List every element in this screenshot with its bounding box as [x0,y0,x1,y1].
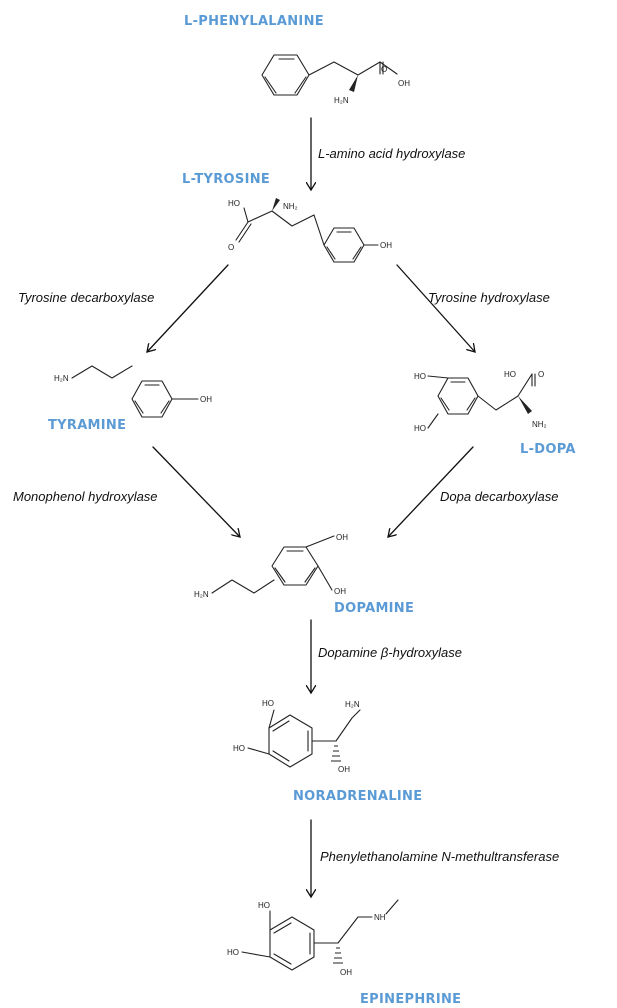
svg-text:HO: HO [227,948,239,957]
compound-name-tyramine: TYRAMINE [48,418,126,433]
svg-text:HO: HO [262,699,274,708]
svg-text:OH: OH [380,241,392,250]
svg-text:O: O [538,370,544,379]
svg-text:OH: OH [398,79,410,88]
svg-text:H₂N: H₂N [54,374,69,383]
enzyme-dopa-decarboxylase: Dopa decarboxylase [440,489,559,504]
svg-text:HO: HO [228,199,240,208]
enzyme-tyr-hydroxylase: Tyrosine hydroxylase [428,290,550,305]
svg-text:NH₂: NH₂ [532,420,547,429]
svg-text:HO: HO [414,424,426,433]
svg-text:OH: OH [338,765,350,774]
svg-text:O: O [228,243,234,252]
compound-name-epinephrine: EPINEPHRINE [360,992,461,1007]
compound-name-dopamine: DOPAMINE [334,601,414,616]
svg-text:HO: HO [233,744,245,753]
enzyme-tyr-decarboxylase: Tyrosine decarboxylase [18,290,154,305]
svg-text:H₂N: H₂N [345,700,360,709]
svg-text:H₂N: H₂N [334,96,349,105]
phenylalanine-structure: O OH H₂N [261,54,410,105]
compound-name-tyrosine: L-TYROSINE [182,172,270,187]
enzyme-monophenol-hydroxylase: Monophenol hydroxylase [13,489,158,504]
arrow-tyr-to-ldopa [396,264,475,352]
svg-text:O: O [381,65,387,74]
svg-text:HO: HO [258,901,270,910]
compound-name-phenylalanine: L-PHENYLALANINE [184,14,324,29]
arrow-tyr-to-tyramine [147,264,229,352]
epinephrine-structure: HO HO NH OH [227,899,399,977]
svg-text:NH₂: NH₂ [283,202,298,211]
ldopa-structure: HO HO HO O NH₂ [414,370,547,433]
compound-name-ldopa: L-DOPA [520,442,576,457]
tyramine-structure: H₂N OH [54,365,212,418]
enzyme-dopamine-bhydroxylase: Dopamine β-hydroxylase [318,645,462,660]
arrow-tyramine-to-dopamine [152,446,240,537]
noradrenaline-structure: HO HO H₂N OH [233,699,361,774]
svg-text:H₂N: H₂N [194,590,209,599]
enzyme-pnmt: Phenylethanolamine N-methultransferase [320,849,559,864]
enzyme-aa-hydroxylase: L-amino acid hydroxylase [318,146,465,161]
tyrosine-structure: HO NH₂ O OH [228,198,392,263]
svg-text:OH: OH [334,587,346,596]
svg-text:HO: HO [414,372,426,381]
dopamine-structure: H₂N OH OH [194,533,348,599]
svg-text:OH: OH [200,395,212,404]
svg-text:OH: OH [336,533,348,542]
svg-text:OH: OH [340,968,352,977]
arrow-ldopa-to-dopamine [388,446,474,537]
svg-text:NH: NH [374,913,386,922]
compound-name-noradrenaline: NORADRENALINE [293,789,422,804]
svg-text:HO: HO [504,370,516,379]
